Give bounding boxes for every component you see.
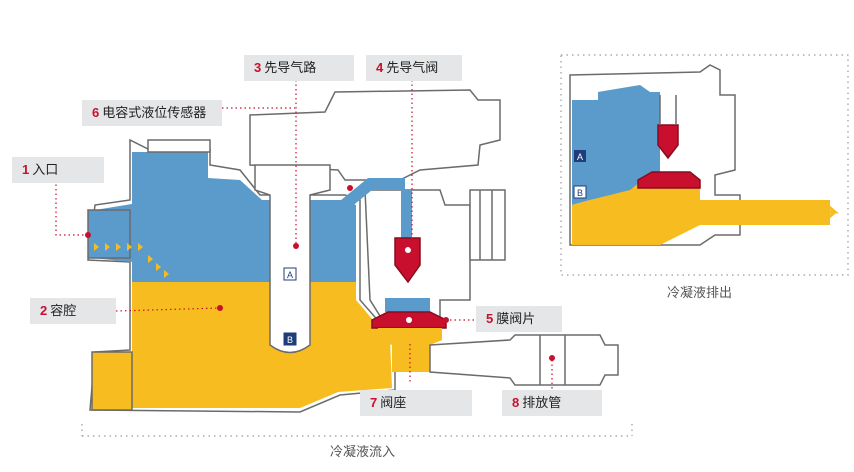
label-pilot-valve-num: 4 bbox=[376, 60, 384, 75]
inset-marker-b: B bbox=[577, 188, 583, 198]
top-cap bbox=[147, 139, 211, 153]
label-pilot-passage-text: 先导气路 bbox=[264, 60, 317, 75]
marker-a: A bbox=[287, 270, 293, 280]
lower-nozzle bbox=[91, 351, 133, 411]
inflow-arrows bbox=[94, 243, 169, 278]
label-diaphragm-num: 5 bbox=[486, 311, 494, 326]
pilot-head bbox=[249, 89, 501, 181]
caption-inflow: 冷凝液流入 bbox=[330, 444, 396, 459]
side-fitting bbox=[469, 189, 506, 261]
discharge-arrow bbox=[815, 204, 840, 220]
inlet-nozzle bbox=[87, 209, 131, 259]
discharge-pipe bbox=[429, 334, 619, 386]
label-chamber-text: 容腔 bbox=[50, 303, 77, 318]
sensor-probe bbox=[254, 164, 331, 354]
inset-markers bbox=[573, 150, 587, 199]
inset-water bbox=[572, 85, 660, 205]
label-valve-seat-num: 7 bbox=[370, 395, 378, 410]
detail-inset bbox=[569, 64, 830, 246]
label-chamber-num: 2 bbox=[40, 303, 48, 318]
caption-discharge: 冷凝液排出 bbox=[667, 285, 733, 300]
label-diaphragm-text: 膜阀片 bbox=[496, 311, 536, 326]
label-drain-pipe-text: 排放管 bbox=[522, 395, 562, 410]
label-valve-seat-text: 阀座 bbox=[380, 395, 407, 410]
leader-dots bbox=[85, 185, 555, 361]
label-inlet-num: 1 bbox=[22, 162, 30, 177]
pilot-stem bbox=[401, 190, 412, 245]
inset-marker-a: A bbox=[577, 152, 583, 162]
pilot-valve-plug bbox=[394, 237, 421, 284]
main-drain bbox=[87, 89, 619, 413]
leader-lines bbox=[55, 80, 553, 390]
condensate-fill bbox=[132, 282, 392, 408]
diaphragm-chamber bbox=[385, 298, 430, 312]
label-pilot-valve-text: 先导气阀 bbox=[386, 60, 439, 75]
label-pilot-passage-num: 3 bbox=[254, 60, 262, 75]
marker-b: B bbox=[287, 335, 293, 345]
discharge-frame bbox=[560, 54, 849, 276]
label-sensor-num: 6 bbox=[92, 105, 100, 120]
inflow-frame bbox=[81, 424, 633, 437]
pilot-passage bbox=[335, 178, 405, 212]
label-sensor-text: 电容式液位传感器 bbox=[102, 105, 207, 120]
level-markers bbox=[283, 267, 297, 346]
label-inlet-text: 入口 bbox=[32, 162, 59, 177]
label-drain-pipe-num: 8 bbox=[512, 395, 520, 410]
inset-diaphragm bbox=[637, 171, 701, 189]
inset-condensate bbox=[572, 182, 830, 245]
inset-pilot-plug bbox=[657, 124, 679, 160]
